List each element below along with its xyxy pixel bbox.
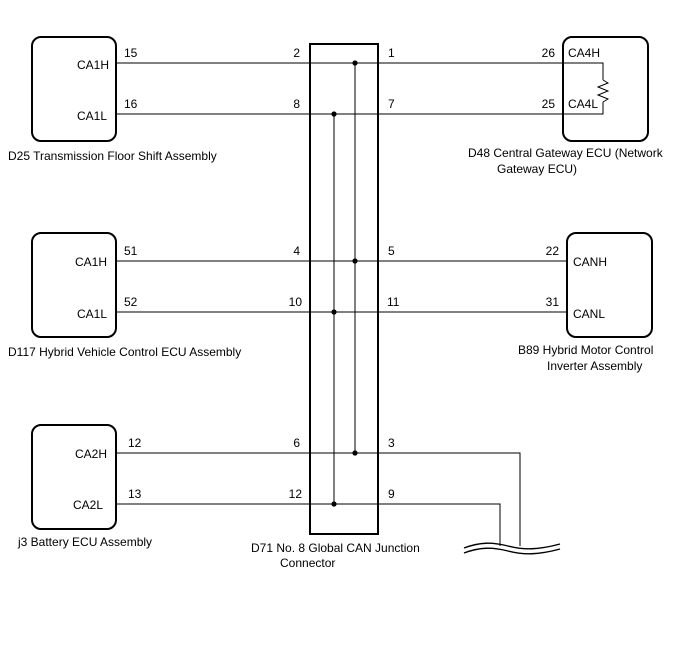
- d117-ecu-box: [31, 232, 117, 338]
- b89-pin-h: 22: [546, 244, 560, 258]
- j3-pin-h: 12: [128, 436, 142, 450]
- d25-signal-h: CA1H: [77, 58, 109, 72]
- junction-pin-left: 12: [289, 487, 303, 501]
- j3-signal-h: CA2H: [75, 447, 107, 461]
- junction-label-line1: D71 No. 8 Global CAN Junction: [251, 541, 420, 555]
- junction-dot: [331, 111, 337, 117]
- d117-label: D117 Hybrid Vehicle Control ECU Assembly: [8, 345, 241, 359]
- wire-open-h: [378, 452, 521, 546]
- junction-label-line2: Connector: [280, 556, 335, 570]
- d48-signal-h: CA4H: [568, 46, 600, 60]
- junction-pin-right: 3: [388, 436, 395, 450]
- junction-pin-left: 4: [293, 244, 300, 258]
- d48-label-line1: D48 Central Gateway ECU (Network: [468, 146, 664, 160]
- b89-label-line2: Inverter Assembly: [547, 359, 642, 373]
- d48-label-line2: Gateway ECU): [497, 162, 577, 176]
- resistor-icon: [596, 79, 610, 103]
- d25-ecu-box: [31, 36, 117, 142]
- junction-pin-right: 9: [388, 487, 395, 501]
- j3-ecu-box: [31, 424, 117, 530]
- junction-pin-right: 5: [388, 244, 395, 258]
- b89-pin-l: 31: [546, 295, 560, 309]
- junction-pin-left: 8: [293, 97, 300, 111]
- b89-signal-l: CANL: [573, 307, 605, 321]
- d25-pin-h: 15: [124, 46, 138, 60]
- junction-pin-left: 2: [293, 46, 300, 60]
- junction-dot: [352, 258, 358, 264]
- j3-pin-l: 13: [128, 487, 142, 501]
- wire-open-l: [378, 503, 501, 546]
- junction-pin-left: 10: [289, 295, 303, 309]
- d25-label: D25 Transmission Floor Shift Assembly: [8, 149, 217, 163]
- b89-signal-h: CANH: [573, 255, 607, 269]
- d48-signal-l: CA4L: [568, 97, 598, 111]
- junction-pin-right: 11: [387, 295, 400, 309]
- d117-signal-h: CA1H: [75, 255, 107, 269]
- d48-pin-h: 26: [542, 46, 556, 60]
- junction-connector-box: [309, 43, 379, 535]
- junction-pin-right: 7: [388, 97, 395, 111]
- d117-signal-l: CA1L: [77, 307, 107, 321]
- junction-pin-left: 6: [293, 436, 300, 450]
- d48-pin-l: 25: [542, 97, 556, 111]
- resistor-lead: [563, 62, 604, 80]
- d117-pin-h: 51: [124, 244, 138, 258]
- b89-ecu-box: [566, 232, 653, 338]
- j3-label: j3 Battery ECU Assembly: [17, 535, 152, 549]
- d117-pin-l: 52: [124, 295, 138, 309]
- junction-dot: [331, 501, 337, 507]
- wire-break-symbol: [463, 542, 561, 550]
- junction-dot: [352, 450, 358, 456]
- d25-pin-l: 16: [124, 97, 138, 111]
- b89-label-line1: B89 Hybrid Motor Control: [518, 343, 653, 357]
- junction-dot: [331, 309, 337, 315]
- j3-signal-l: CA2L: [73, 498, 103, 512]
- junction-dot: [352, 60, 358, 66]
- junction-pin-right: 1: [388, 46, 395, 60]
- d25-signal-l: CA1L: [77, 109, 107, 123]
- resistor-lead: [563, 102, 604, 115]
- wire-break-symbol: [463, 547, 561, 555]
